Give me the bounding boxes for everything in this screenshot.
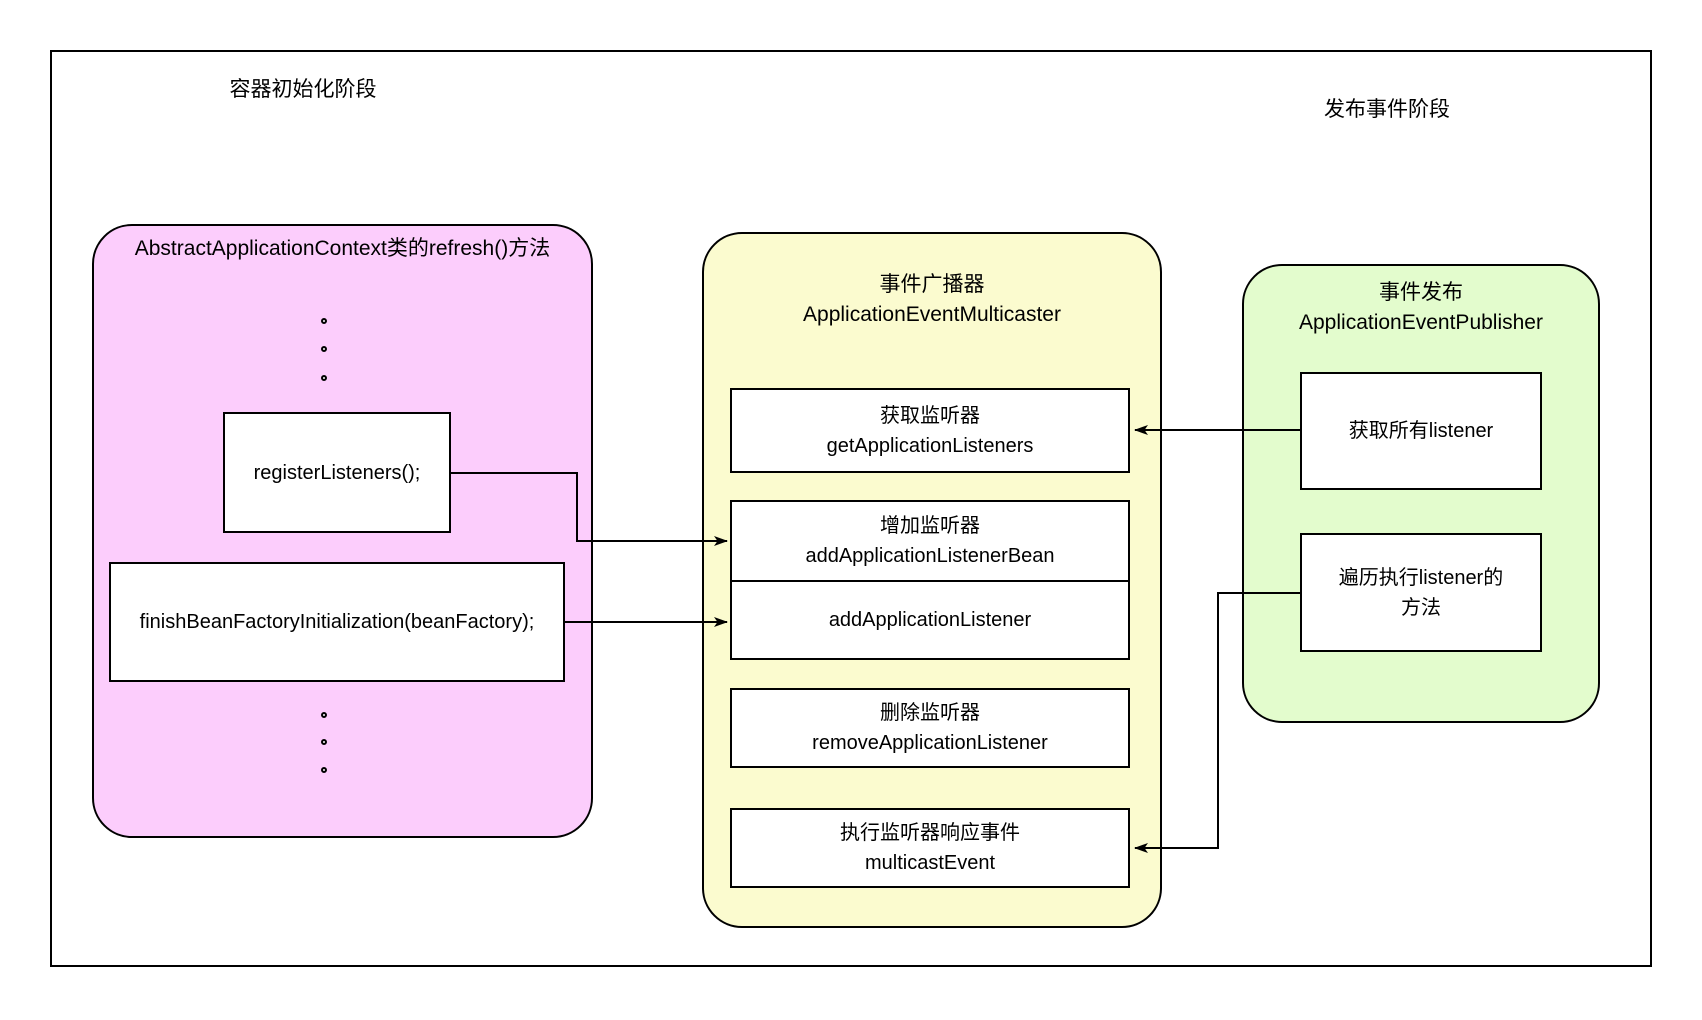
add-listener-label: addApplicationListener [828, 609, 1032, 631]
publisher-title-zh: 事件发布 [1379, 281, 1463, 304]
remove-listener-label-zh: 删除监听器 [880, 702, 980, 724]
finish-bean-factory-label: finishBeanFactoryInitialization(beanFact… [139, 611, 535, 633]
box-get-application-listeners: 获取监听器 getApplicationListeners [730, 388, 1130, 473]
remove-listener-label-en: removeApplicationListener [812, 732, 1048, 754]
multicast-event-label-en: multicastEvent [864, 852, 996, 874]
ellipsis-dot [321, 739, 327, 745]
ellipsis-dot [321, 712, 327, 718]
box-multicast-event: 执行监听器响应事件 multicastEvent [730, 808, 1130, 888]
box-finish-bean-factory-initialization: finishBeanFactoryInitialization(beanFact… [109, 562, 565, 682]
phase-title-publish: 发布事件阶段 [1324, 98, 1450, 121]
add-listener-bean-label-zh: 增加监听器 [880, 515, 980, 537]
box-register-listeners: registerListeners(); [223, 412, 451, 533]
box-invoke-listeners: 遍历执行listener的 方法 [1300, 533, 1542, 652]
register-listeners-label: registerListeners(); [253, 461, 421, 484]
box-add-application-listener-bean: 增加监听器 addApplicationListenerBean [730, 500, 1130, 582]
get-all-listeners-label: 获取所有listener [1348, 420, 1494, 442]
multicaster-title-en: ApplicationEventMulticaster [803, 303, 1061, 326]
publisher-title-en: ApplicationEventPublisher [1299, 311, 1543, 334]
multicaster-container-title: 事件广播器 ApplicationEventMulticaster [702, 270, 1162, 330]
ellipsis-dot [321, 375, 327, 381]
multicaster-title-zh: 事件广播器 [879, 273, 985, 296]
invoke-listeners-label-line2: 方法 [1401, 596, 1441, 619]
ellipsis-dot [321, 767, 327, 773]
box-get-all-listeners: 获取所有listener [1300, 372, 1542, 490]
box-add-application-listener: addApplicationListener [730, 580, 1130, 660]
invoke-listeners-label-line1: 遍历执行listener的 [1338, 566, 1504, 589]
get-listeners-label-zh: 获取监听器 [880, 404, 980, 427]
publisher-container-title: 事件发布 ApplicationEventPublisher [1242, 278, 1600, 338]
refresh-container-title: AbstractApplicationContext类的refresh()方法 [134, 237, 551, 260]
box-remove-application-listener: 删除监听器 removeApplicationListener [730, 688, 1130, 768]
phase-title-init: 容器初始化阶段 [229, 78, 377, 101]
ellipsis-dot [321, 318, 327, 324]
add-listener-bean-label-en: addApplicationListenerBean [805, 545, 1055, 567]
multicast-event-label-zh: 执行监听器响应事件 [840, 822, 1020, 844]
get-listeners-label-en: getApplicationListeners [826, 434, 1034, 457]
ellipsis-dot [321, 346, 327, 352]
